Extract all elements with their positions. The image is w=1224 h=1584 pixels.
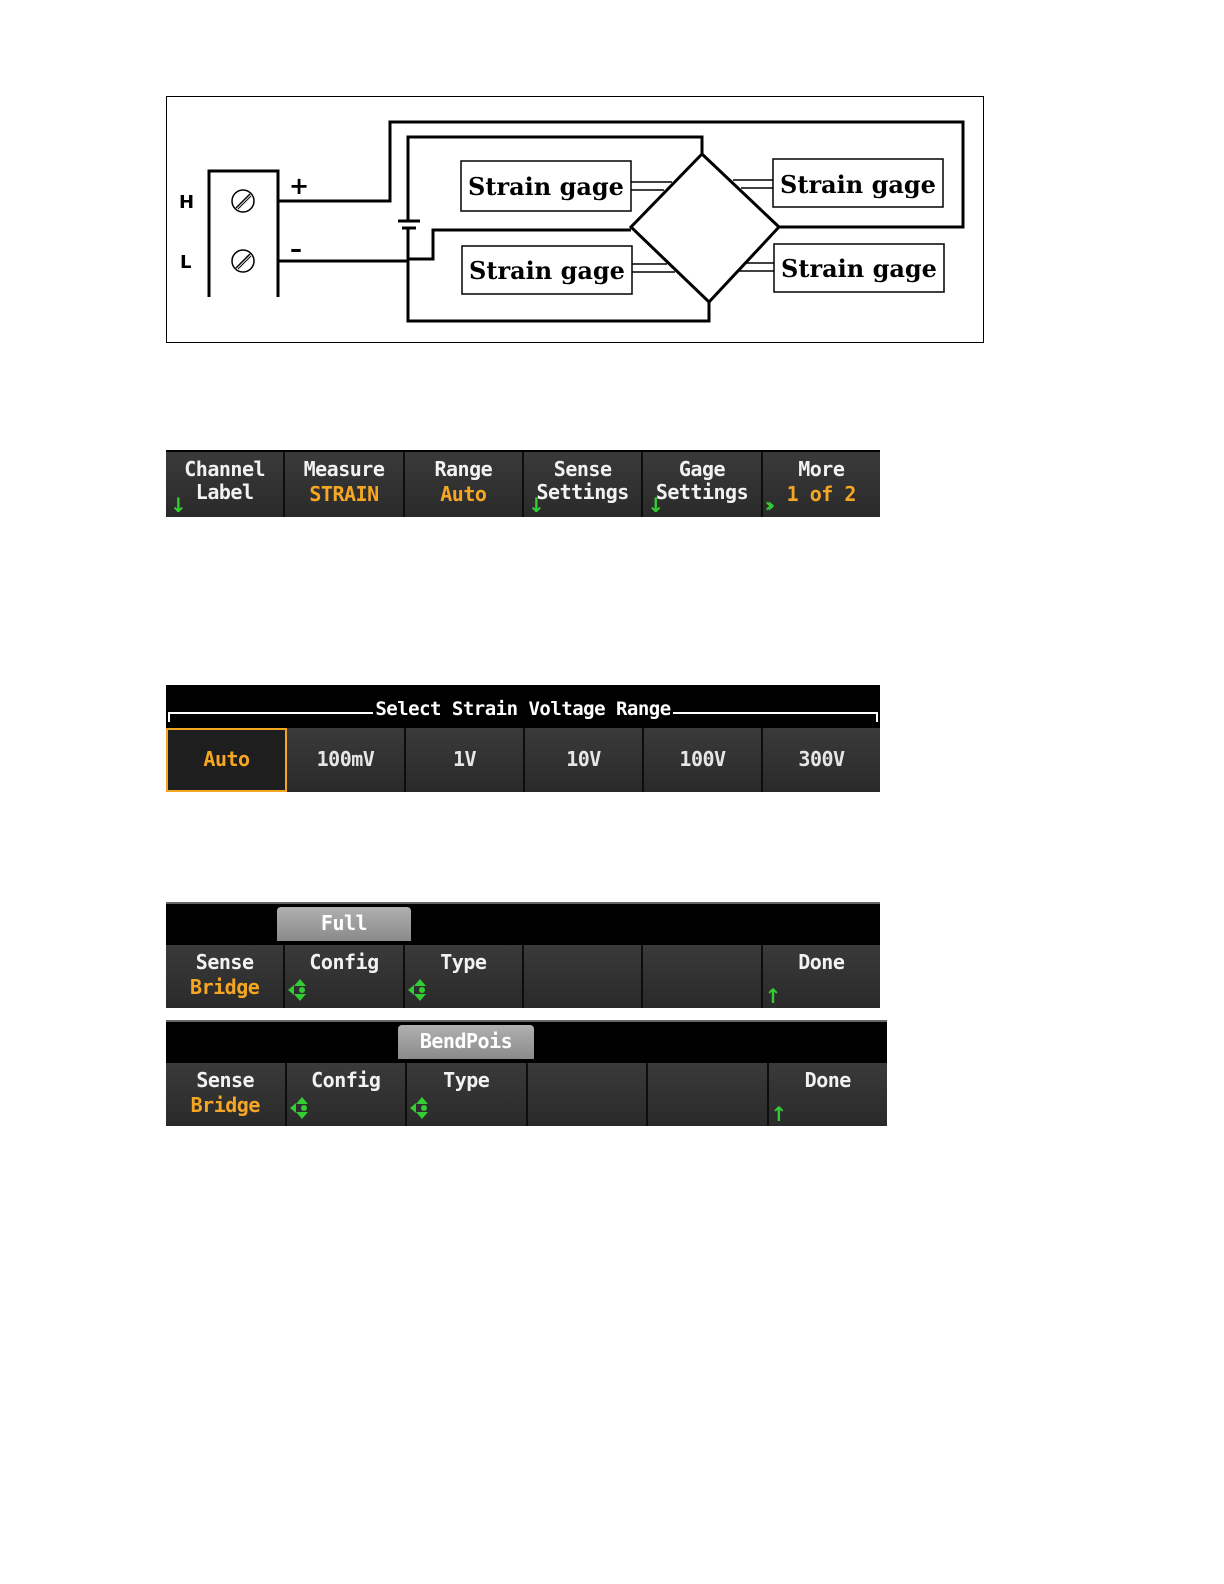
terminal-screw-high [232, 190, 254, 212]
up-down-arrows-icon [287, 978, 313, 1006]
key-value: Auto [405, 481, 522, 507]
terminal-screw-low [232, 250, 254, 272]
range-option-label: 100V [644, 728, 761, 790]
up-down-arrows-icon [409, 1096, 435, 1124]
low-to-bridge-wire [408, 230, 455, 259]
config-key[interactable]: Config [287, 1063, 408, 1126]
strain-gage-label: Strain gage [780, 170, 936, 199]
sense-bridge-menu-bendpois: BendPois Sense Bridge Config Type Done ↑ [166, 1020, 887, 1126]
empty-key[interactable] [528, 1063, 649, 1126]
range-option-auto[interactable]: Auto [166, 728, 287, 792]
minus-sign: – [290, 235, 302, 263]
strain-main-softkey-menu: Channel Label ↓ Measure STRAIN Range Aut… [166, 450, 880, 517]
sense-settings-key[interactable]: Sense Settings ↓ [524, 452, 643, 517]
range-key[interactable]: Range Auto [405, 452, 524, 517]
menu-top-rule [166, 1020, 887, 1022]
bridge-diamond [631, 154, 779, 302]
key-value: 1 of 2 [763, 481, 880, 507]
range-option-100v[interactable]: 100V [644, 728, 763, 792]
range-option-300v[interactable]: 300V [763, 728, 880, 792]
key-label: Channel [166, 458, 283, 481]
down-arrow-icon: ↓ [170, 493, 187, 517]
range-option-label: 1V [406, 728, 523, 790]
type-key[interactable]: Type [407, 1063, 528, 1126]
key-value: Bridge [166, 974, 283, 1000]
gage-settings-key[interactable]: Gage Settings ↓ [643, 452, 762, 517]
up-down-arrows-icon [407, 978, 433, 1006]
strain-gage-label: Strain gage [781, 254, 937, 283]
empty-key[interactable] [648, 1063, 769, 1126]
key-label: More [763, 458, 880, 481]
sense-key[interactable]: Sense Bridge [166, 945, 285, 1008]
up-arrow-icon: ↑ [771, 1102, 788, 1126]
key-label: Sense [166, 1069, 285, 1092]
range-option-label: 100mV [287, 728, 404, 790]
menu-top-rule [166, 902, 880, 904]
type-selection-chip: BendPois [398, 1025, 534, 1059]
key-label: Type [407, 1069, 526, 1092]
key-value: Bridge [166, 1092, 285, 1118]
terminal-l-label: L [180, 252, 191, 273]
up-arrow-icon: ↑ [765, 984, 782, 1008]
key-label: Config [287, 1069, 406, 1092]
range-option-100mv[interactable]: 100mV [287, 728, 406, 792]
range-option-10v[interactable]: 10V [525, 728, 644, 792]
key-value: STRAIN [285, 481, 402, 507]
key-label: Gage [643, 458, 760, 481]
range-option-1v[interactable]: 1V [406, 728, 525, 792]
done-key[interactable]: Done ↑ [763, 945, 880, 1008]
strain-range-menu: Select Strain Voltage Range Auto 100mV 1… [166, 685, 880, 792]
key-label: Sense [166, 951, 283, 974]
down-arrow-icon: ↓ [528, 493, 545, 517]
more-chevron-icon: ›› [765, 493, 769, 517]
key-label: Measure [285, 458, 402, 481]
key-label: Sense [524, 458, 641, 481]
measure-key[interactable]: Measure STRAIN [285, 452, 404, 517]
config-key[interactable]: Config [285, 945, 404, 1008]
range-option-label: Auto [168, 730, 285, 788]
sense-key[interactable]: Sense Bridge [166, 1063, 287, 1126]
range-menu-title: Select Strain Voltage Range [166, 698, 880, 720]
down-arrow-icon: ↓ [647, 493, 664, 517]
range-option-label: 300V [763, 728, 880, 790]
type-key[interactable]: Type [405, 945, 524, 1008]
range-menu-title-text: Select Strain Voltage Range [373, 698, 672, 720]
config-selection-chip: Full [277, 907, 411, 941]
strain-gage-label: Strain gage [468, 172, 624, 201]
range-option-label: 10V [525, 728, 642, 790]
more-key[interactable]: More 1 of 2 ›› [763, 452, 880, 517]
key-label: Done [769, 1069, 888, 1092]
wiring-diagram-svg: H L + – Strain gage Strain gage Strain g… [167, 97, 985, 344]
channel-label-key[interactable]: Channel Label ↓ [166, 452, 285, 517]
plus-sign: + [289, 172, 309, 200]
empty-key[interactable] [524, 945, 643, 1008]
strain-gage-label: Strain gage [469, 256, 625, 285]
up-down-arrows-icon [289, 1096, 315, 1124]
key-label: Range [405, 458, 522, 481]
key-label: Done [763, 951, 880, 974]
done-key[interactable]: Done ↑ [769, 1063, 888, 1126]
sense-bridge-menu-full: Full Sense Bridge Config Type Done ↑ [166, 902, 880, 1008]
terminal-h-label: H [179, 192, 194, 213]
key-label: Config [285, 951, 402, 974]
key-label: Type [405, 951, 522, 974]
strain-gage-wiring-diagram: H L + – Strain gage Strain gage Strain g… [166, 96, 984, 343]
empty-key[interactable] [643, 945, 762, 1008]
